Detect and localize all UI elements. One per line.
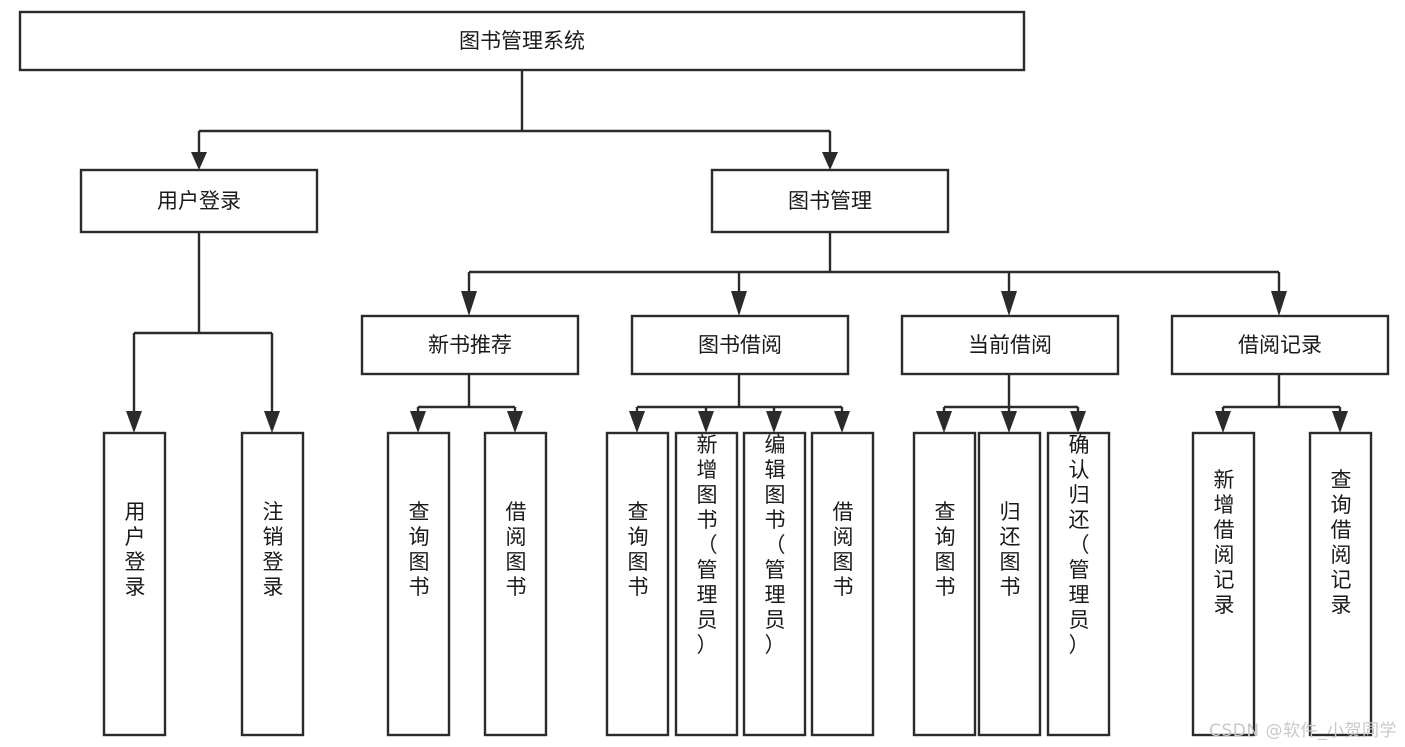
node-book-manage-box[interactable] xyxy=(710,168,950,234)
arrow-head-leaf-borrow-book-2 xyxy=(834,411,850,433)
arrow-head-user-login xyxy=(191,152,207,170)
leaf-query-book-1-box[interactable] xyxy=(386,431,451,737)
node-user-login-label: 用户登录 xyxy=(157,189,241,213)
node-current-borrow[interactable]: 当前借阅 xyxy=(900,314,1120,376)
node-book-manage-label: 图书管理 xyxy=(788,189,872,213)
leaf-borrow-book-2[interactable]: 借阅图书 xyxy=(810,431,875,737)
arrow-head-leaf-add-record xyxy=(1215,411,1231,433)
leaf-query-book-2-box[interactable] xyxy=(605,431,670,737)
leaf-return-book-box[interactable] xyxy=(977,431,1042,737)
leaf-add-book-label: 新增图书（管理员） xyxy=(697,433,718,657)
node-root-label: 图书管理系统 xyxy=(459,29,585,53)
leaf-logout-label: 注销登录 xyxy=(263,500,284,599)
leaf-borrow-book-1-label: 借阅图书 xyxy=(506,500,527,599)
leaf-add-record-box[interactable] xyxy=(1191,431,1256,737)
leaf-query-book-1[interactable]: 查询图书 xyxy=(386,431,451,737)
arrow-head-leaf-confirm-return xyxy=(1070,411,1086,433)
arrow-head-leaf-borrow-book-1 xyxy=(507,411,523,433)
leaf-confirm-return-label: 确认归还（管理员） xyxy=(1069,433,1090,657)
node-user-login[interactable]: 用户登录 xyxy=(79,168,319,234)
arrow-head-leaf-query-book-2 xyxy=(629,411,645,433)
leaf-query-book-2-label: 查询图书 xyxy=(628,500,649,599)
node-new-book-recommend-box[interactable] xyxy=(360,314,580,376)
leaf-return-book[interactable]: 归还图书 xyxy=(977,431,1042,737)
node-borrow-record-box[interactable] xyxy=(1170,314,1390,376)
arrow-head-book-borrow xyxy=(731,291,747,316)
node-root[interactable]: 图书管理系统 xyxy=(18,10,1026,72)
node-book-borrow[interactable]: 图书借阅 xyxy=(630,314,850,376)
leaf-logout-box[interactable] xyxy=(240,431,305,737)
leaf-query-record[interactable]: 查询借阅记录 xyxy=(1308,431,1373,737)
arrow-head-leaf-return-book xyxy=(1001,411,1017,433)
leaf-user-login[interactable]: 用户登录 xyxy=(102,431,167,737)
arrow-head-leaf-logout xyxy=(264,411,280,433)
leaf-logout[interactable]: 注销登录 xyxy=(240,431,305,737)
node-new-book-recommend-label: 新书推荐 xyxy=(428,333,512,357)
arrow-head-leaf-query-book-3 xyxy=(936,411,952,433)
leaf-user-login-box[interactable] xyxy=(102,431,167,737)
leaf-query-book-3-box[interactable] xyxy=(912,431,977,737)
node-current-borrow-box[interactable] xyxy=(900,314,1120,376)
connector-layer xyxy=(126,70,1348,433)
leaf-add-book[interactable]: 新增图书（管理员） xyxy=(674,431,739,737)
leaf-edit-book-label: 编辑图书（管理员） xyxy=(765,433,786,657)
leaf-borrow-book-1[interactable]: 借阅图书 xyxy=(483,431,548,737)
leaf-query-record-label: 查询借阅记录 xyxy=(1331,468,1352,617)
csdn-watermark: CSDN @软件_小贺同学 xyxy=(1209,721,1397,741)
leaf-add-record[interactable]: 新增借阅记录 xyxy=(1191,431,1256,737)
node-user-login-box[interactable] xyxy=(79,168,319,234)
leaf-edit-book[interactable]: 编辑图书（管理员） xyxy=(742,431,807,737)
arrow-head-current-borrow xyxy=(1001,291,1017,316)
leaf-add-record-label: 新增借阅记录 xyxy=(1214,468,1235,617)
arrow-head-borrow-record xyxy=(1271,291,1287,316)
node-book-borrow-label: 图书借阅 xyxy=(698,333,782,357)
leaf-borrow-book-1-box[interactable] xyxy=(483,431,548,737)
node-borrow-record-label: 借阅记录 xyxy=(1238,333,1322,357)
leaf-borrow-book-2-box[interactable] xyxy=(810,431,875,737)
leaf-query-book-3[interactable]: 查询图书 xyxy=(912,431,977,737)
leaf-query-book-3-label: 查询图书 xyxy=(935,500,956,599)
leaf-edit-book-box[interactable] xyxy=(742,431,807,737)
leaf-query-book-2[interactable]: 查询图书 xyxy=(605,431,670,737)
leaf-query-record-box[interactable] xyxy=(1308,431,1373,737)
node-book-manage[interactable]: 图书管理 xyxy=(710,168,950,234)
arrow-head-new-book-recommend xyxy=(461,291,477,316)
leaf-user-login-label: 用户登录 xyxy=(125,500,146,599)
node-book-borrow-box[interactable] xyxy=(630,314,850,376)
node-current-borrow-label: 当前借阅 xyxy=(968,333,1052,357)
leaf-confirm-return[interactable]: 确认归还（管理员） xyxy=(1046,431,1111,737)
node-borrow-record[interactable]: 借阅记录 xyxy=(1170,314,1390,376)
leaf-query-book-1-label: 查询图书 xyxy=(409,500,430,599)
arrow-head-leaf-user-login xyxy=(126,411,142,433)
arrow-head-leaf-query-record xyxy=(1332,411,1348,433)
leaf-borrow-book-2-label: 借阅图书 xyxy=(833,500,854,599)
arrow-head-book-manage xyxy=(822,152,838,170)
arrow-head-leaf-add-book xyxy=(698,411,714,433)
arrow-head-leaf-edit-book xyxy=(766,411,782,433)
node-root-box[interactable] xyxy=(18,10,1026,72)
node-new-book-recommend[interactable]: 新书推荐 xyxy=(360,314,580,376)
leaf-confirm-return-box[interactable] xyxy=(1046,431,1111,737)
arrow-head-leaf-query-book-1 xyxy=(410,411,426,433)
leaf-add-book-box[interactable] xyxy=(674,431,739,737)
leaf-return-book-label: 归还图书 xyxy=(1000,500,1021,599)
